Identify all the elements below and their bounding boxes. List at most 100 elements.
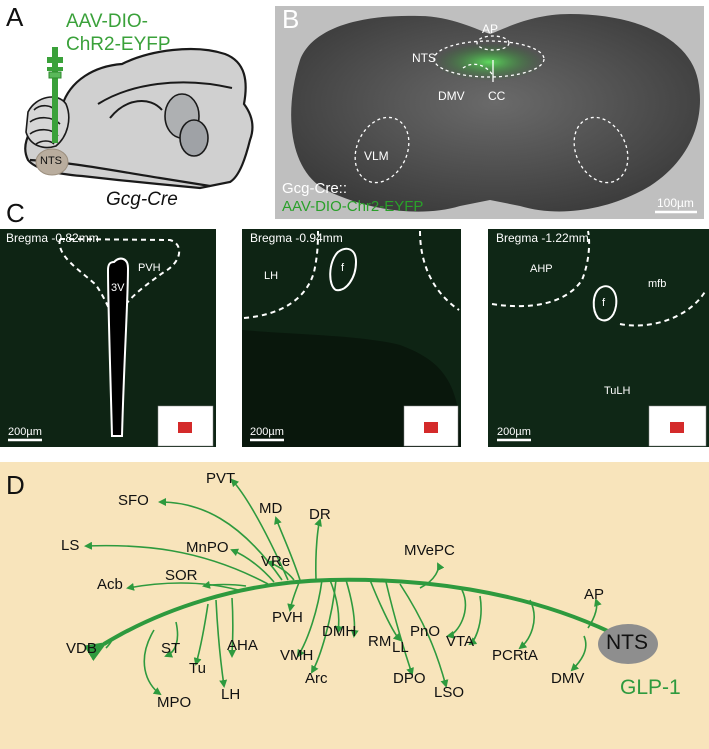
branch-mvepc (419, 562, 445, 589)
target-ap: AP (584, 586, 605, 603)
branch-st (164, 621, 179, 658)
ap-boundary (476, 35, 510, 51)
target-aha: AHA (227, 637, 258, 654)
target-dmh: DMH (322, 623, 357, 640)
dmv-label: DMV (438, 89, 465, 103)
dmv-boundary (462, 63, 494, 77)
section-1-atlas-marker (178, 422, 192, 433)
branch-aha (228, 597, 237, 658)
panel-b (275, 6, 704, 219)
branch-ll (369, 579, 402, 642)
scale-label-c3: 200µm (497, 426, 531, 438)
branch-acb (126, 582, 239, 591)
target-rm: RM (368, 633, 392, 650)
target-sor: SOR (165, 567, 198, 584)
branch-arc (311, 579, 337, 674)
injection-syringe (47, 47, 63, 143)
branch-ls (84, 541, 269, 585)
branch-dr (314, 518, 322, 581)
target-pno: PnO (410, 623, 441, 640)
target-st: ST (161, 640, 181, 657)
section-2-medial-boundary (419, 230, 460, 311)
target-dmv: DMV (551, 670, 585, 687)
target-lh: LH (221, 686, 241, 703)
section-2-atlas-marker (424, 422, 438, 433)
branch-mnpo (230, 548, 275, 583)
cc-label: CC (488, 89, 506, 103)
panel-letter-d: D (6, 470, 25, 500)
panel-b-caption-line1: Gcg-Cre:: (282, 180, 348, 197)
section-3-atlas-marker (670, 422, 684, 433)
target-mpo: MPO (157, 694, 192, 711)
bregma-label-1: Bregma -0.82mm (6, 231, 99, 245)
panel-a (24, 47, 254, 190)
lh-boundary (243, 230, 319, 319)
target-mnpo: MnPO (186, 539, 229, 556)
branch-tu (193, 603, 209, 666)
region-pvh: PVH (138, 262, 161, 274)
nts-source-node (598, 624, 658, 664)
panel-d (0, 462, 709, 749)
vlm-left-boundary (354, 116, 410, 184)
brainstem-section (291, 14, 700, 212)
target-dr: DR (309, 506, 331, 523)
branch-dpo (385, 581, 414, 676)
scale-label-c2: 200µm (250, 426, 284, 438)
ahp-boundary (491, 230, 591, 308)
fornix-2 (329, 247, 358, 292)
transmitter-label: GLP-1 (620, 676, 681, 699)
projection-branches (84, 478, 602, 696)
target-lso: LSO (434, 684, 465, 701)
target-acb: Acb (97, 576, 123, 593)
target-vmh: VMH (280, 647, 314, 664)
target-md: MD (259, 500, 283, 517)
nts-label-b: NTS (412, 51, 436, 65)
branch-rm (345, 579, 359, 638)
bregma-label-2: Bregma -0.94mm (250, 231, 343, 245)
panel-d-background (0, 462, 709, 749)
region-tulh: TuLH (604, 385, 631, 397)
branch-dmh (329, 579, 343, 634)
nts-region (35, 148, 69, 176)
corpus-callosum (97, 81, 233, 105)
branch-vdb (105, 639, 113, 649)
pvh-boundary (58, 238, 180, 331)
region-lh: LH (264, 270, 279, 282)
target-pvh: PVH (272, 609, 303, 626)
region-mfb: mfb (648, 278, 667, 290)
branch-pcrta (518, 599, 535, 650)
source-nts-label: NTS (606, 631, 648, 654)
bregma-label-3: Bregma -1.22mm (496, 231, 589, 245)
target-tu: Tu (189, 660, 206, 677)
branch-vmh (296, 579, 323, 658)
virus-label-line2: ChR2-EYFP (66, 34, 171, 55)
target-dpo: DPO (393, 670, 426, 687)
nts-fluorescence (434, 43, 544, 81)
virus-label: AAV-DIO- ChR2-EYFP (66, 10, 171, 56)
panel-letter-c: C (6, 198, 25, 228)
target-mvepc: MVePC (404, 542, 455, 559)
branch-ap (587, 598, 602, 629)
target-pcrta: PCRtA (492, 647, 538, 664)
target-ll: LL (392, 639, 409, 656)
target-ls: LS (61, 537, 80, 554)
nts-label-a: NTS (40, 155, 62, 167)
region-f-3: f (602, 297, 606, 309)
branch-sor (202, 580, 247, 589)
branch-mpo (143, 629, 162, 696)
panel-b-caption-line2: AAV-DIO-Chr2-EYFP (282, 198, 424, 215)
panel-c (0, 229, 709, 447)
target-arc: Arc (305, 670, 328, 687)
mfb-boundary (619, 289, 707, 327)
branch-lh (215, 599, 228, 688)
panel-letter-b: B (282, 4, 300, 34)
branch-lso (399, 583, 449, 688)
branch-pvt (230, 478, 289, 581)
branch-pno (446, 589, 467, 639)
target-vta: VTA (446, 633, 475, 650)
region-3v: 3V (111, 282, 125, 294)
striatum (179, 119, 209, 157)
region-f-2: f (341, 262, 345, 274)
virus-label-line1: AAV-DIO- (66, 11, 148, 32)
